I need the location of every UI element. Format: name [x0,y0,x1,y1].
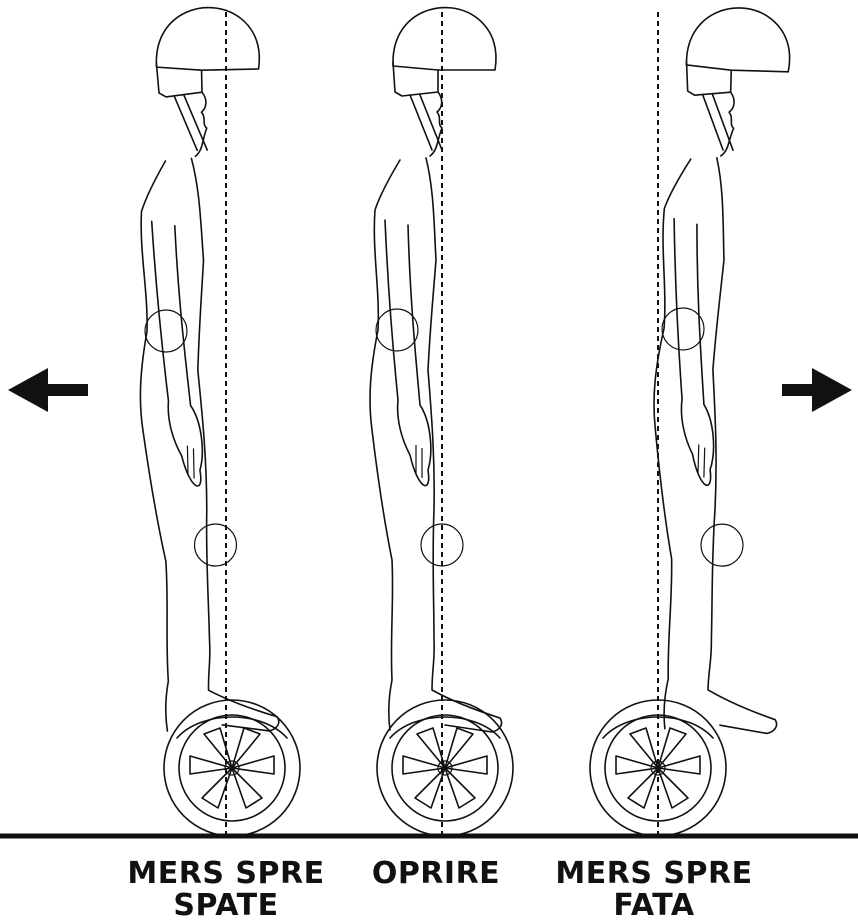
label-walk-forward-line2: FATA [534,890,774,922]
label-walk-forward-line1: MERS SPRE [534,858,774,890]
label-walk-forward: MERS SPRE FATA [534,858,774,922]
figure-stop [370,8,513,836]
figure-walk-backward [132,6,300,836]
label-stop-text: OPRIRE [316,858,556,890]
label-walk-backward: MERS SPRE SPATE [106,858,346,922]
label-stop: OPRIRE [316,858,556,890]
label-walk-backward-line2: SPATE [106,890,346,922]
arrow-right-icon [782,368,852,412]
figure-walk-forward [590,6,797,836]
label-walk-backward-line1: MERS SPRE [106,858,346,890]
arrow-left-icon [8,368,88,412]
